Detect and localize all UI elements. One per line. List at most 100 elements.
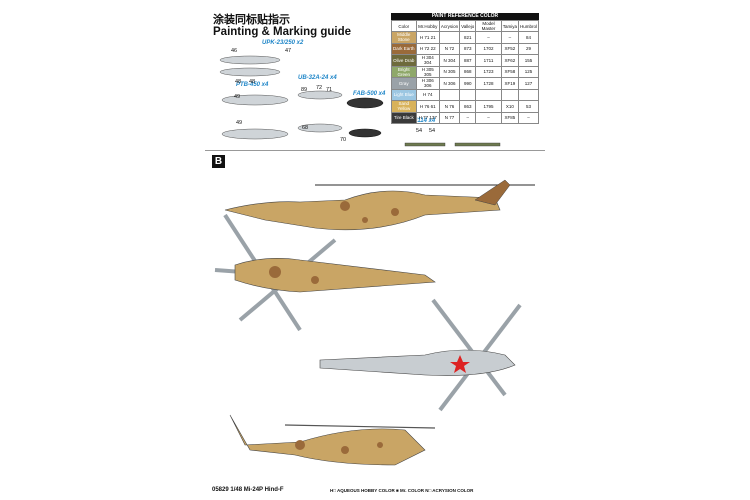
svg-text:71: 71: [326, 87, 332, 93]
header-color: Color: [391, 20, 417, 32]
color-name-cell: Middle Stone: [391, 31, 417, 44]
color-name-cell: Gray: [391, 77, 417, 90]
tamiya-cell: –: [500, 31, 519, 44]
color-legend: H□ AQUEOUS HOBBY COLOR ■ Mr. COLOR N□ AC…: [330, 488, 474, 493]
acrysion-cell: [438, 31, 461, 44]
vallejo-cell: 873: [459, 42, 477, 55]
acrysion-cell: N 304: [438, 54, 461, 67]
modelmaster-cell: 1711: [475, 54, 502, 67]
tamiya-cell: XF19: [500, 77, 519, 90]
humbrol-cell: [517, 88, 540, 101]
page-title-chinese: 涂装同标贴指示: [213, 13, 290, 26]
svg-text:72: 72: [316, 85, 322, 91]
svg-text:48: 48: [249, 79, 255, 85]
acrysion-cell: [438, 88, 461, 101]
svg-text:68: 68: [302, 125, 308, 131]
modelmaster-cell: 1728: [475, 77, 502, 90]
weapon-label-fab: FAB-500 x4: [353, 91, 386, 97]
paint-reference-table: Color Mr.Hobby Acrysion Vallejo Model Ma…: [391, 20, 540, 124]
fab-bomb-2: [348, 128, 382, 138]
page-title: Painting & Marking guide: [213, 26, 352, 38]
vallejo-cell: –: [459, 111, 477, 124]
header-mrhobby: Mr.Hobby: [415, 20, 440, 32]
humbrol-cell: 155: [517, 54, 540, 67]
weapon-label-upk: UPK-23/250 x2: [262, 40, 304, 46]
modelmaster-cell: [475, 88, 502, 101]
header-modelmaster: Model Master: [475, 20, 502, 32]
mrhobby-cell: H 72 22: [415, 42, 440, 55]
vallejo-cell: 863: [459, 100, 477, 113]
acrysion-cell: N 305: [438, 65, 461, 78]
color-name-cell: Tire Black: [391, 111, 417, 124]
humbrol-cell: 125: [517, 65, 540, 78]
color-name-cell: Dark Earth: [391, 42, 417, 55]
modelmaster-cell: 1795: [475, 100, 502, 113]
humbrol-cell: –: [517, 111, 540, 124]
acrysion-cell: N 306: [438, 77, 461, 90]
ub-pod-2: [297, 123, 343, 133]
color-name-cell: Bright Green: [391, 65, 417, 78]
header-vallejo: Vallejo: [459, 20, 477, 32]
mrhobby-cell: H 74: [415, 88, 440, 101]
footer-product: 05829 1/48 Mi-24P Hind-F: [212, 487, 284, 493]
acrysion-cell: N 76: [438, 100, 461, 113]
humbrol-cell: 84: [517, 31, 540, 44]
svg-text:54: 54: [429, 128, 435, 134]
mrhobby-cell: H 71 21: [415, 31, 440, 44]
tamiya-cell: XF52: [500, 42, 519, 55]
tamiya-cell: [500, 88, 519, 101]
bottom-view: [319, 298, 522, 412]
modelmaster-cell: 1702: [475, 42, 502, 55]
upk-pod-2: [219, 67, 281, 77]
mrhobby-cell: H 77 137: [415, 111, 440, 124]
tamiya-cell: XF85: [500, 111, 519, 124]
svg-text:46: 46: [231, 48, 237, 54]
tamiya-cell: XF58: [500, 65, 519, 78]
color-name-cell: Light Blue: [391, 88, 417, 101]
header-tamiya: Tamiya: [500, 20, 519, 32]
side-view-1: [224, 179, 535, 231]
mrhobby-cell: H 76 61: [415, 100, 440, 113]
acrysion-cell: N 72: [438, 42, 461, 55]
ptb-tank-2: [221, 128, 289, 140]
mrhobby-cell: H 306 306: [415, 77, 440, 90]
ptb-tank-1: [221, 94, 289, 106]
paint-table-header: Color Mr.Hobby Acrysion Vallejo Model Ma…: [391, 20, 540, 32]
humbrol-cell: 127: [517, 77, 540, 90]
upk-pod-1: [219, 55, 281, 65]
header-acrysion: Acrysion: [438, 20, 461, 32]
vallejo-cell: 887: [459, 54, 477, 67]
mrhobby-cell: H 305 305: [415, 65, 440, 78]
svg-text:48: 48: [235, 79, 241, 85]
color-name-cell: Olive Drab: [391, 54, 417, 67]
svg-text:89: 89: [301, 87, 307, 93]
vallejo-cell: 868: [459, 65, 477, 78]
header-humbrol: Humbrol: [517, 20, 540, 32]
acrysion-cell: N 77: [438, 111, 461, 124]
section-divider: [205, 150, 545, 151]
color-name-cell: Sand Yellow: [391, 100, 417, 113]
modelmaster-cell: –: [475, 111, 502, 124]
weapon-label-ub: UB-32A-24 x4: [298, 75, 337, 81]
humbrol-cell: 29: [517, 42, 540, 55]
modelmaster-cell: 1723: [475, 65, 502, 78]
modelmaster-cell: –: [475, 31, 502, 44]
svg-text:70: 70: [340, 137, 346, 143]
ub-pod: [297, 90, 343, 100]
top-view: [214, 213, 436, 332]
vallejo-cell: 990: [459, 77, 477, 90]
mrhobby-cell: H 304 304: [415, 54, 440, 67]
vallejo-cell: 821: [459, 31, 477, 44]
fab-bomb-1: [346, 97, 384, 109]
side-view-2: [229, 414, 436, 466]
svg-text:49: 49: [236, 120, 242, 126]
section-letter: B: [212, 155, 225, 168]
